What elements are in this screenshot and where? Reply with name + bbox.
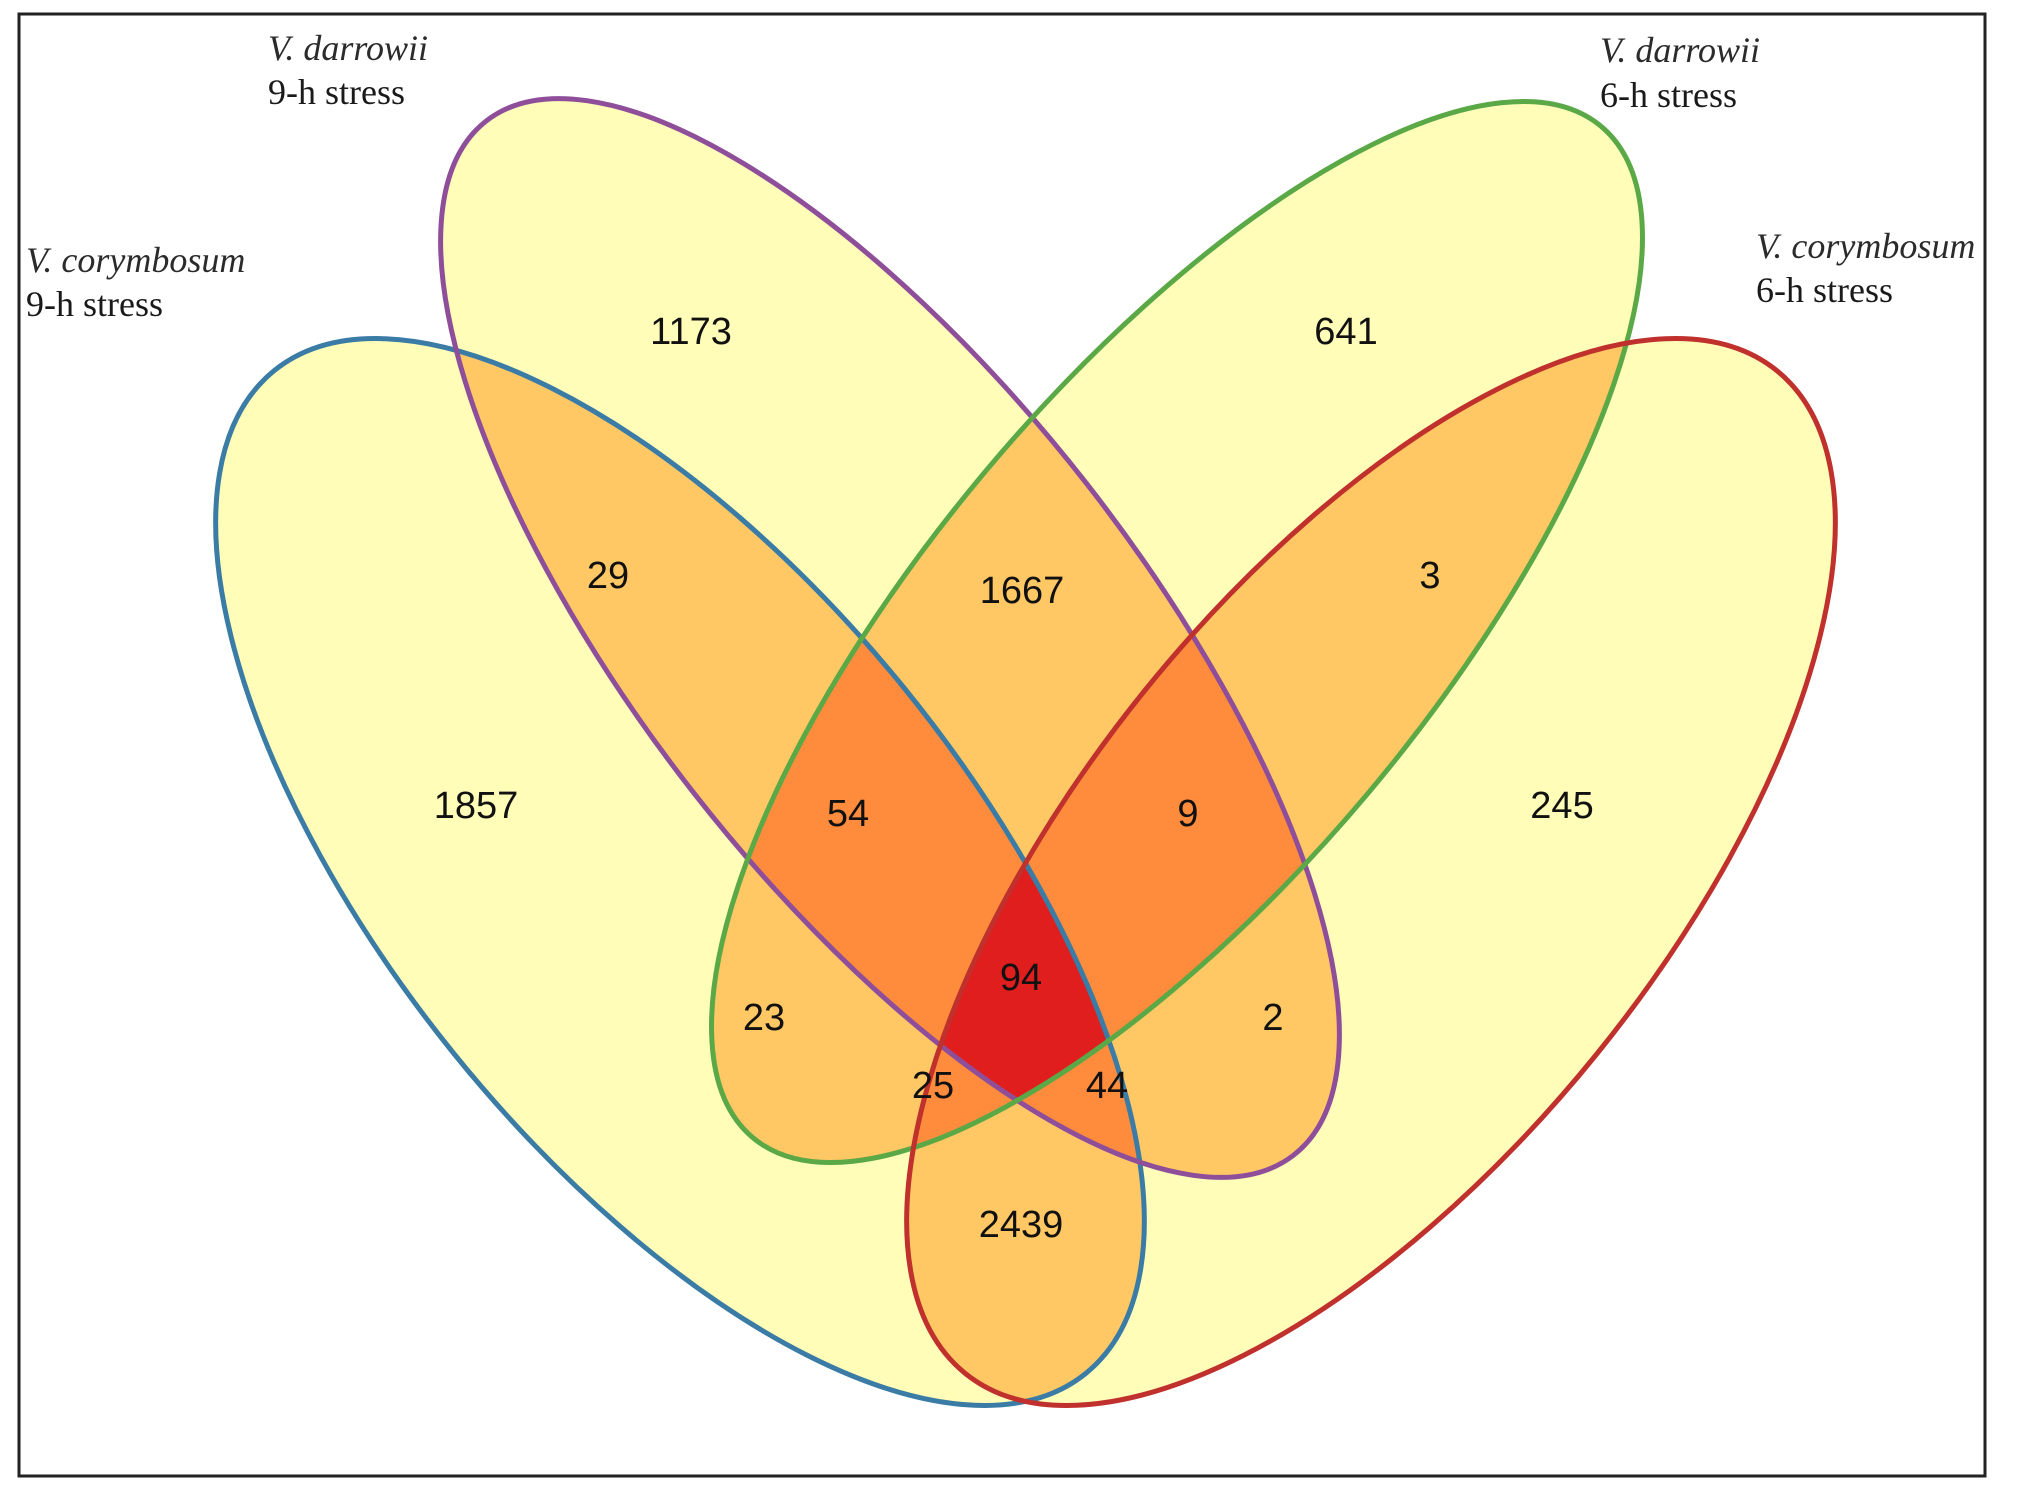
set-label-vd6-condition: 6-h stress [1600,75,1737,115]
set-label-vd6-name: V. darrowii [1600,30,1760,70]
region-counts: 1857 1173 641 245 29 1667 3 23 2 2439 54… [434,311,1594,1246]
set-label-vd9-condition: 9-h stress [268,72,405,112]
count-vd9-vd6-vc6: 9 [1177,793,1198,835]
count-vc9-vd9: 29 [587,555,629,597]
set-outline-vd6 [709,98,1645,1166]
count-vd9-only: 1173 [650,311,732,353]
set-label-vc6-name: V. corymbosum [1756,226,1975,266]
set-outline-vd9 [438,96,1342,1180]
count-vd9-vc6: 2 [1262,997,1283,1039]
count-vc9-vc6: 2439 [979,1204,1064,1246]
count-vc9-vd9-vc6: 44 [1086,1065,1128,1107]
set-label-vc9-name: V. corymbosum [26,240,245,280]
set-label-vc6-condition: 6-h stress [1756,270,1893,310]
set-labels: V. corymbosum 9-h stress V. darrowii 9-h… [26,28,1975,324]
set-outline-vc6 [904,336,1838,1408]
set-outlines [213,96,1838,1408]
set-label-vd9-name: V. darrowii [268,28,428,68]
count-all-four: 94 [1000,957,1042,999]
count-vc9-only: 1857 [434,785,519,827]
set-label-vc9-condition: 9-h stress [26,284,163,324]
count-vd6-only: 641 [1314,311,1377,353]
count-vc9-vd9-vd6: 54 [827,793,869,835]
count-vd6-vc6: 3 [1419,555,1440,597]
count-vc9-vd6-vc6: 25 [912,1065,954,1107]
count-vc6-only: 245 [1530,785,1593,827]
set-outline-vc9 [213,336,1147,1408]
count-vd9-vd6: 1667 [980,570,1065,612]
count-vc9-vd6: 23 [743,997,785,1039]
